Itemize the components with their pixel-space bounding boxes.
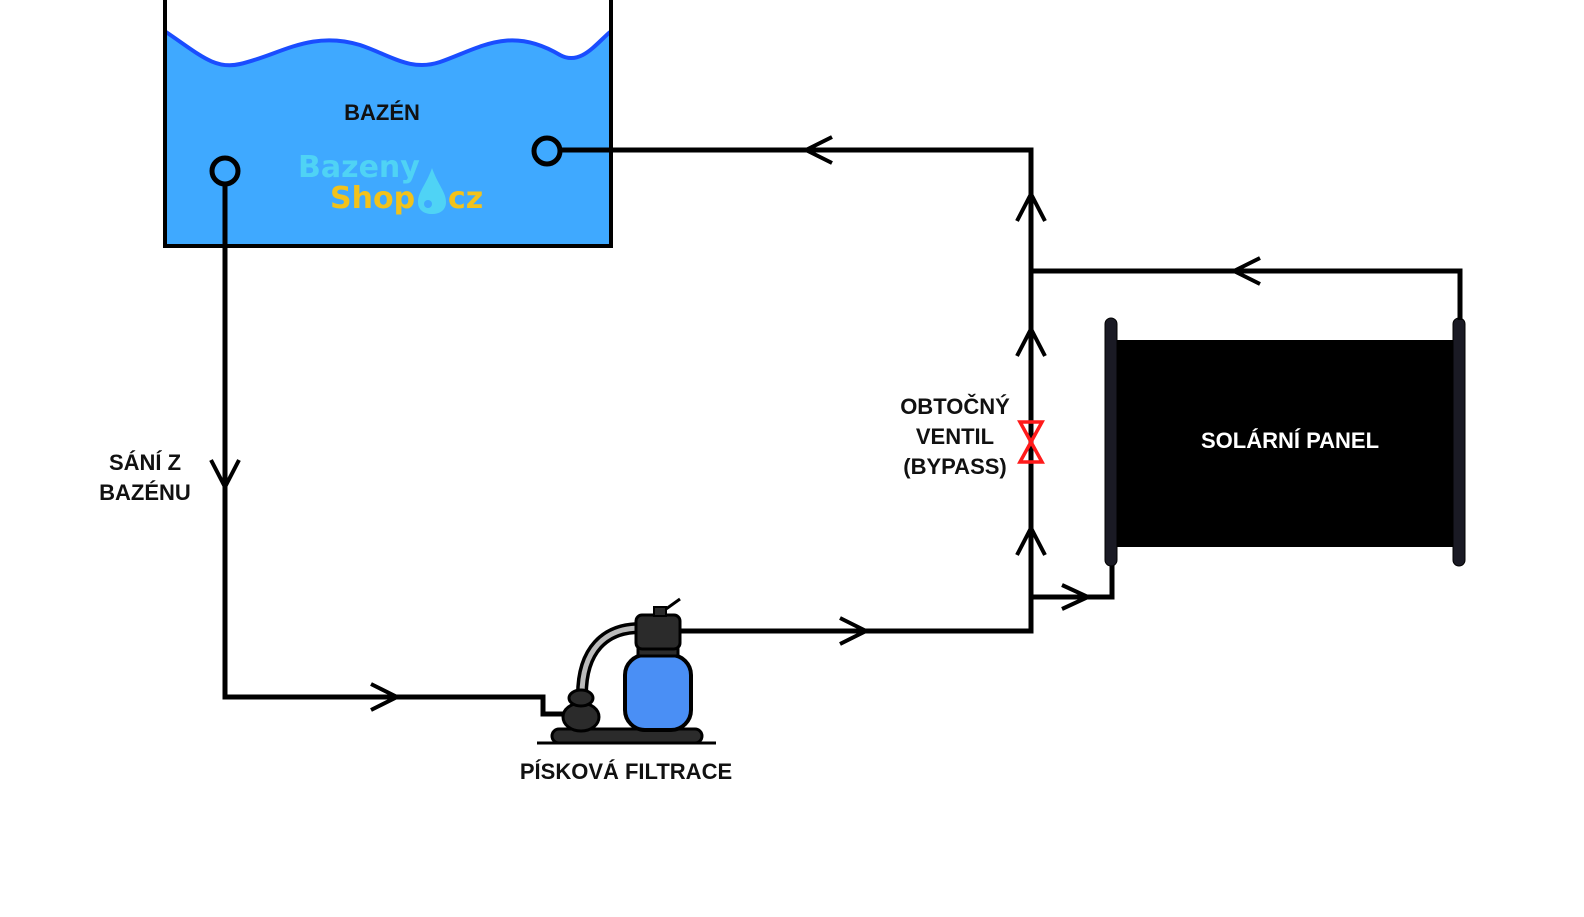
solar-panel: SOLÁRNÍ PANEL: [1104, 317, 1466, 567]
arrow-up-icon: [1015, 189, 1047, 222]
panel-return-pipe: [1031, 268, 1463, 320]
panel-inlet-pipe: [1031, 565, 1115, 600]
arrow-up-icon: [1015, 523, 1047, 556]
arrow-up-icon: [1015, 324, 1047, 357]
filter-tank: [623, 653, 693, 732]
arrow-right-icon: [839, 616, 871, 646]
panel-header-right: [1452, 317, 1466, 567]
pool-wave: [164, 30, 612, 68]
bypass-label-line3: (BYPASS): [903, 454, 1007, 479]
solar-panel-label: SOLÁRNÍ PANEL: [1201, 428, 1379, 453]
pool-walls: [163, 0, 613, 248]
logo-text-shop: Shop: [330, 181, 415, 216]
pool: BAZÉN Bazeny Shop cz: [163, 0, 613, 248]
arrow-left-icon: [1229, 256, 1261, 286]
valve-icon: [1017, 420, 1045, 464]
logo-text-bazeny: Bazeny: [298, 150, 420, 185]
arrow-down-icon: [209, 459, 241, 492]
arrow-left-icon: [801, 135, 833, 165]
logo: Bazeny Shop cz: [298, 150, 483, 216]
filter-label: PÍSKOVÁ FILTRACE: [520, 759, 732, 784]
water-drop-highlight: [424, 200, 432, 208]
arrow-right-icon: [1061, 583, 1093, 611]
multiport-valve: [634, 613, 682, 651]
pool-water: [166, 32, 610, 245]
suction-label-line2: BAZÉNU: [99, 480, 191, 505]
bypass-label-line2: VENTIL: [916, 424, 994, 449]
filter-hose-inner: [579, 625, 641, 696]
logo-text-cz: cz: [448, 181, 483, 216]
suction-pipe: [222, 184, 565, 717]
suction-label-line1: SÁNÍ Z: [109, 450, 181, 475]
bypass-label-line1: OBTOČNÝ: [900, 394, 1010, 419]
arrow-right-icon: [370, 682, 402, 712]
solar-panel-body: [1113, 340, 1460, 547]
pump-top: [567, 688, 595, 708]
valve-cap: [653, 606, 667, 617]
pool-label: BAZÉN: [344, 100, 420, 125]
filter-base: [550, 727, 704, 745]
sand-filter: PÍSKOVÁ FILTRACE: [520, 597, 732, 784]
valve-handle: [665, 597, 681, 611]
filter-outlet-pipe: [560, 147, 1034, 634]
panel-header-left: [1104, 317, 1118, 567]
bypass-valve: [1017, 420, 1045, 464]
